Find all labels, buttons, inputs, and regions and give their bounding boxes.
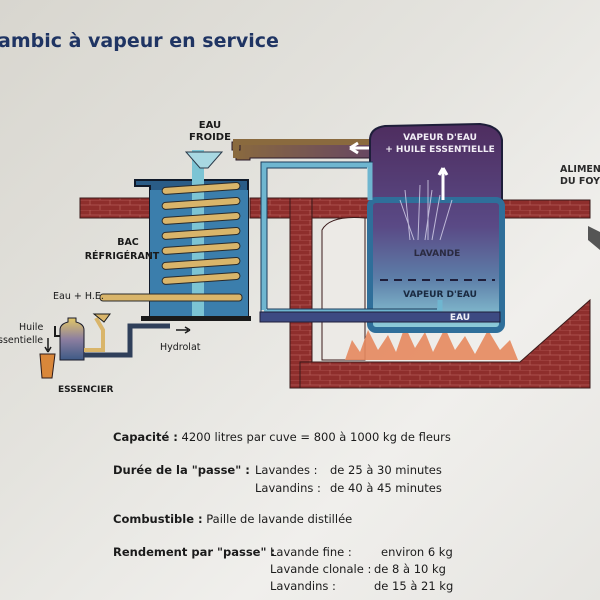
label-huile-1: Huile bbox=[19, 322, 43, 333]
rendement-row: de 15 à 21 kg bbox=[374, 579, 453, 593]
combustible-label: Combustible : bbox=[113, 512, 203, 526]
fire bbox=[345, 326, 518, 360]
label-vapeur-huile-2: + HUILE ESSENTIELLE bbox=[385, 145, 495, 155]
rendement-row: environ 6 kg bbox=[381, 545, 453, 559]
essencier bbox=[39, 313, 191, 379]
coil bbox=[99, 181, 243, 302]
rendement-row: de 8 à 10 kg bbox=[374, 562, 446, 576]
label-eau-froide-2: FROIDE bbox=[189, 132, 231, 143]
capacite-row: Capacité : 4200 litres par cuve = 800 à … bbox=[113, 430, 451, 444]
rendement-value: de 8 à 10 kg bbox=[374, 562, 446, 576]
combustible-row: Combustible : Paille de lavande distillé… bbox=[113, 512, 352, 526]
rendement-label-text: Rendement par "passe" : bbox=[113, 545, 276, 559]
label-huile-2: ssentielle bbox=[0, 335, 43, 346]
label-alimentation-2: DU FOYI bbox=[560, 176, 600, 187]
rendement-label: Rendement par "passe" : bbox=[113, 545, 275, 559]
funnel-icon bbox=[184, 151, 224, 169]
alembic-diagram: EAU FROIDE VAPEUR D'EAU + HUILE ESSENTIE… bbox=[0, 120, 600, 395]
duree-row: de 40 à 45 minutes bbox=[330, 481, 442, 495]
capacite-value: 4200 litres par cuve = 800 à 1000 kg de … bbox=[181, 430, 451, 444]
label-bac-2: RÉFRIGÉRANT bbox=[85, 250, 160, 262]
lavender-icon bbox=[399, 180, 453, 241]
capacite-label: Capacité : bbox=[113, 430, 178, 444]
feed-arrow-icon bbox=[588, 226, 600, 250]
furnace bbox=[79, 197, 591, 389]
duree-row: Lavandes : bbox=[255, 463, 318, 477]
duree-name: Lavandes : bbox=[255, 463, 318, 477]
rendement-row: Lavande fine : bbox=[270, 545, 352, 559]
duree-value: de 40 à 45 minutes bbox=[330, 481, 442, 495]
label-essencier: ESSENCIER bbox=[58, 385, 113, 395]
rendement-name: Lavandins : bbox=[270, 579, 336, 593]
rendement-name: Lavande fine : bbox=[270, 545, 352, 559]
rendement-name: Lavande clonale : bbox=[270, 562, 372, 576]
label-eau: EAU bbox=[450, 313, 470, 323]
label-eau-froide-1: EAU bbox=[199, 120, 221, 131]
label-bac-1: BAC bbox=[117, 237, 139, 248]
label-vapeur-huile-1: VAPEUR D'EAU bbox=[403, 133, 477, 143]
duree-label: Durée de la "passe" : bbox=[113, 463, 250, 477]
right-arrow-icon bbox=[176, 326, 191, 334]
label-alimentation-1: ALIMEN bbox=[560, 164, 600, 175]
down-arrow-icon bbox=[44, 338, 52, 353]
page-title: ambic à vapeur en service bbox=[0, 30, 279, 52]
duree-value: de 25 à 30 minutes bbox=[330, 463, 442, 477]
duree-row: de 25 à 30 minutes bbox=[330, 463, 442, 477]
label-vapeur-eau: VAPEUR D'EAU bbox=[403, 290, 477, 300]
combustible-value: Paille de lavande distillée bbox=[206, 512, 353, 526]
condenser-tank bbox=[99, 150, 251, 321]
duree-row: Lavandins : bbox=[255, 481, 321, 495]
rendement-value: environ 6 kg bbox=[381, 545, 453, 559]
label-hydrolat: Hydrolat bbox=[160, 342, 201, 353]
label-lavande: LAVANDE bbox=[414, 249, 461, 259]
up-arrow-icon bbox=[437, 167, 449, 200]
rendement-row: Lavandins : bbox=[270, 579, 336, 593]
duree-label-text: Durée de la "passe" : bbox=[113, 463, 250, 477]
rendement-row: Lavande clonale : bbox=[270, 562, 371, 576]
duree-name: Lavandins : bbox=[255, 481, 321, 495]
label-eau-he: Eau + H.E. bbox=[53, 291, 104, 302]
rendement-value: de 15 à 21 kg bbox=[374, 579, 454, 593]
